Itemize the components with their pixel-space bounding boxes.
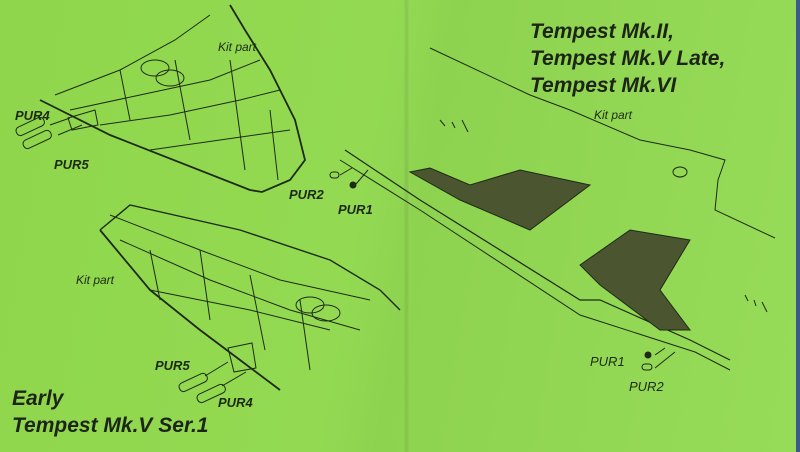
pur5-label-top: PUR5 [54, 157, 89, 172]
title-right: Tempest Mk.II, Tempest Mk.V Late, Tempes… [530, 18, 725, 99]
paper-fold [404, 0, 410, 452]
wheel-well-diagram [329, 47, 776, 371]
title-line-3: Tempest Mk.VI [530, 74, 677, 97]
pur4-label-top: PUR4 [15, 108, 50, 123]
pur1-label-mid: PUR1 [338, 202, 373, 217]
title-left-line-1: Early [12, 387, 64, 410]
kit-part-label-top: Kit part [218, 40, 257, 54]
pur2-label-mid: PUR2 [289, 187, 324, 202]
pur5-label-bottom: PUR5 [155, 358, 190, 373]
pur4-label-bottom: PUR4 [218, 395, 253, 410]
title-left-line-2: Tempest Mk.V Ser.1 [12, 414, 209, 437]
title-left: Early Tempest Mk.V Ser.1 [12, 385, 208, 439]
title-line-2: Tempest Mk.V Late, [530, 47, 726, 70]
bottom-wing-diagram [99, 204, 401, 404]
kit-part-label-bottom: Kit part [76, 273, 115, 287]
title-line-1: Tempest Mk.II, [530, 20, 674, 43]
kit-part-label-right: Kit part [594, 108, 633, 122]
top-wing-diagram [15, 4, 306, 193]
pur1-label-right: PUR1 [590, 354, 625, 369]
pur2-label-right: PUR2 [629, 379, 664, 394]
